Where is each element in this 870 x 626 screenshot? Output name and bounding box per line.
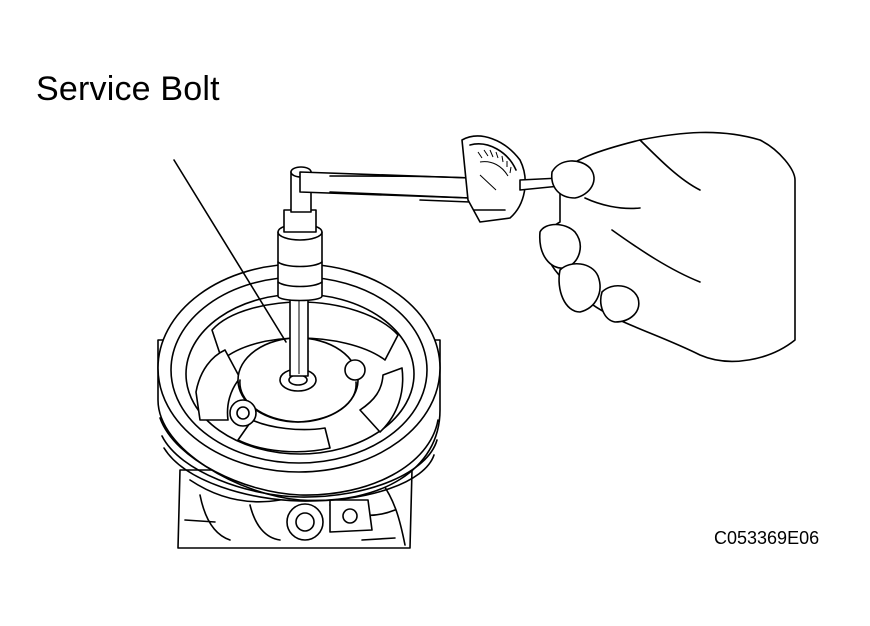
- callout-leader-line: [173, 159, 287, 343]
- service-bolt-label: Service Bolt: [36, 70, 220, 108]
- figure-code: C053369E06: [714, 528, 820, 548]
- hand: [539, 131, 796, 363]
- torque-wrench: [299, 135, 561, 223]
